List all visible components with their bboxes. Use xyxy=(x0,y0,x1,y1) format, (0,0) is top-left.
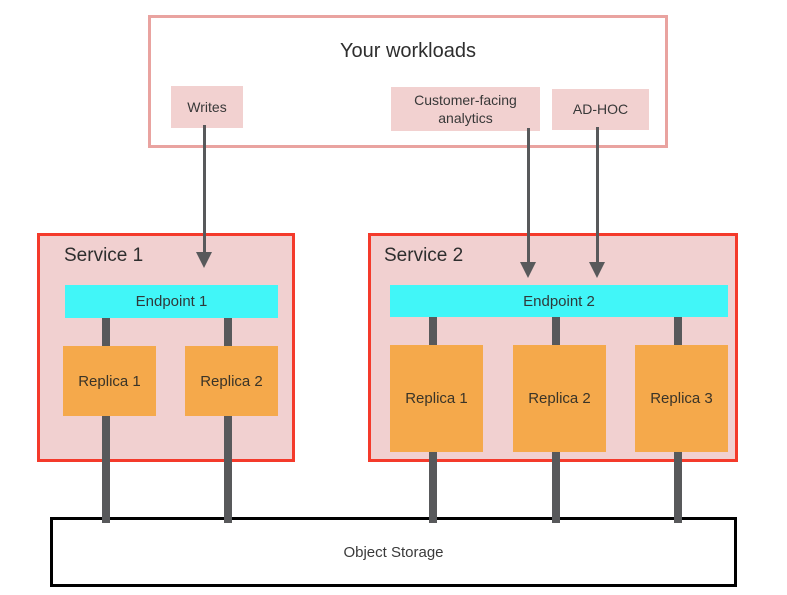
endpoint1-bar: Endpoint 1 xyxy=(65,285,278,318)
service1-box: Service 1 Endpoint 1 Replica 1 Replica 2 xyxy=(37,233,295,462)
service1-replica2-box: Replica 2 xyxy=(185,346,278,416)
arrow-head-icon xyxy=(520,262,536,278)
service2-replica3-box: Replica 3 xyxy=(635,345,728,452)
workload-chip-ad-hoc: AD-HOC xyxy=(552,89,649,130)
service2-box: Service 2 Endpoint 2 Replica 1 Replica 2… xyxy=(368,233,738,462)
your-workloads-box: Your workloads Writes Customer-facing an… xyxy=(148,15,668,148)
workload-chip-customer-facing-analytics: Customer-facing analytics xyxy=(391,87,540,131)
service1-replica1-box: Replica 1 xyxy=(63,346,156,416)
workload-chip-ad-hoc-label: AD-HOC xyxy=(572,101,629,118)
arrow-line xyxy=(203,125,206,252)
workloads-title: Your workloads xyxy=(339,40,476,62)
service2-replica2-box: Replica 2 xyxy=(513,345,606,452)
service2-label: Service 2 xyxy=(384,245,464,266)
arrow-line xyxy=(527,128,530,262)
endpoint2-bar: Endpoint 2 xyxy=(390,285,728,317)
object-storage-label: Object Storage xyxy=(343,543,444,561)
object-storage-box: Object Storage xyxy=(50,517,737,587)
service2-replica1-box: Replica 1 xyxy=(390,345,483,452)
workload-chip-writes: Writes xyxy=(171,86,243,128)
arrow-line xyxy=(596,127,599,262)
workload-chip-customer-facing-analytics-label: Customer-facing analytics xyxy=(414,91,517,126)
arrow-head-icon xyxy=(589,262,605,278)
workload-chip-writes-label: Writes xyxy=(187,98,227,115)
arrow-head-icon xyxy=(196,252,212,268)
service1-label: Service 1 xyxy=(64,245,144,266)
